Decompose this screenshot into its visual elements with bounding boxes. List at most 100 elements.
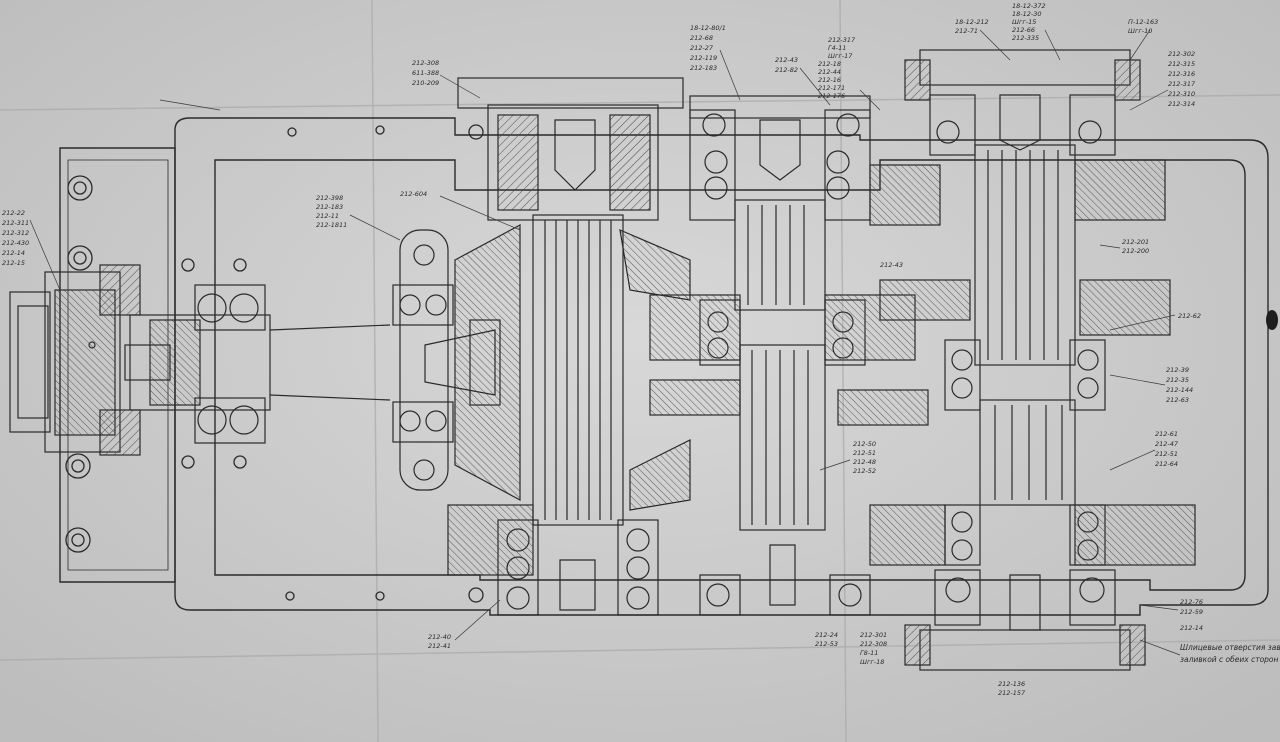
callout-text: 212-171 [818, 84, 845, 92]
callout-top-left: 212-308 611-388 210-209 [412, 59, 439, 87]
note-line: Шлицевые отверстия заводить с [1180, 643, 1280, 652]
callout-text: 212-317 [1168, 80, 1196, 88]
drawing-note: Шлицевые отверстия заводить с заливкой с… [1180, 643, 1280, 664]
callout-text: 212-604 [400, 190, 427, 198]
mounting-bosses [65, 124, 484, 603]
callout-text: 212-51 [1155, 450, 1178, 458]
callout-text: 212-308 [860, 640, 887, 648]
callout-center-low: 212-50 212-51 212-48 212-52 [853, 440, 876, 475]
callout-far-left: 212-22 212-311 212-312 212-430 212-14 21… [2, 209, 29, 267]
callout-text: 212-200 [1122, 247, 1149, 255]
callout-text: 212-53 [815, 640, 838, 648]
callout-right-col: 212-302 212-315 212-316 212-317 212-310 … [1168, 50, 1196, 108]
callout-text: 212-24 [815, 631, 838, 639]
callout-text: 611-388 [412, 69, 439, 77]
callout-right-top3: П-12-163 Шгг-10 [1128, 18, 1158, 35]
callout-text: 18-12-30 [1012, 10, 1042, 18]
callout-bottom-left: 212-40 212-41 [428, 633, 451, 650]
callout-text: 212-176 [818, 92, 845, 100]
callout-text: 212-157 [998, 689, 1026, 697]
callout-text: 212-50 [853, 440, 876, 448]
callout-text: 212-16 [818, 76, 841, 84]
note-line: заливкой с обеих сторон [1180, 655, 1279, 664]
callout-text: 212-40 [428, 633, 451, 641]
callout-text: 212-68 [690, 34, 713, 42]
callout-text: 210-209 [412, 79, 439, 87]
callout-text: 212-301 [860, 631, 887, 639]
callout-text: Шгг-17 [828, 52, 853, 60]
callout-text: Г4-11 [828, 44, 846, 52]
callout-text: 212-144 [1166, 386, 1193, 394]
callout-text: 212-18 [818, 60, 841, 68]
leader-lines [29, 29, 1181, 656]
callout-text: 212-41 [428, 642, 451, 650]
callout-col2-mid: 212-43 212-82 [775, 56, 798, 74]
callout-text: 212-317 [828, 36, 856, 44]
callout-text: 212-35 [1166, 376, 1189, 384]
callout-text: 212-51 [853, 449, 876, 457]
callout-text: 212-311 [2, 219, 29, 227]
callout-text: 212-66 [1012, 26, 1035, 34]
callout-text: 212-43 [880, 261, 903, 269]
input-shaft-assembly [9, 264, 391, 456]
callout-text: 212-316 [1168, 70, 1195, 78]
callout-text: 212-59 [1180, 608, 1203, 616]
callout-text: 212-52 [853, 467, 876, 475]
callout-labels: 212-308 611-388 210-209 212-398 212-183 … [2, 2, 1280, 697]
callout-bottom-center2: 212-301 212-308 Г8-11 Шгг-18 [860, 631, 887, 666]
callout-left-side: 212-398 212-183 212-11 212-1811 [316, 194, 347, 229]
callout-text: 212-11 [316, 212, 339, 220]
callout-text: 212-312 [2, 229, 29, 237]
callout-text: 212-82 [775, 66, 798, 74]
callout-right-top2: 18-12-372 18-12-30 Шгг-15 212-66 212-335 [1012, 2, 1046, 42]
callout-text: 212-43 [775, 56, 798, 64]
callout-right-mid1: 212-201 212-200 [1122, 238, 1149, 255]
callout-text: 212-302 [1168, 50, 1195, 58]
callout-text: 212-39 [1166, 366, 1189, 374]
callout-text: 212-136 [998, 680, 1025, 688]
first-shaft-column [447, 77, 691, 616]
callout-col2-top: 18-12-80/1 212-68 212-27 212-119 212-183 [690, 24, 726, 72]
callout-text: 18-12-212 [955, 18, 989, 26]
callout-text: 212-1811 [316, 221, 347, 229]
callout-text: 212-430 [2, 239, 29, 247]
callout-text: 212-310 [1168, 90, 1195, 98]
callout-text: 212-14 [1180, 624, 1203, 632]
callout-text: П-12-163 [1128, 18, 1158, 26]
callout-bottom-center3: 212-136 212-157 [998, 680, 1026, 697]
callout-text: 212-76 [1180, 598, 1203, 606]
callout-col3-top: 212-317 Г4-11 Шгг-17 212-18 212-44 212-1… [818, 36, 856, 100]
callout-text: 18-12-372 [1012, 2, 1046, 10]
callout-text: 212-47 [1155, 440, 1179, 448]
callout-text: 212-314 [1168, 100, 1195, 108]
callout-text: 212-14 [2, 249, 25, 257]
callout-text: 212-22 [2, 209, 25, 217]
callout-text: 212-27 [690, 44, 714, 52]
callout-text: Г8-11 [860, 649, 878, 657]
callout-text: Шгг-18 [860, 658, 884, 666]
callout-text: Шгг-15 [1012, 18, 1036, 26]
callout-right-top1: 18-12-212 212-71 [955, 18, 989, 35]
callout-text: 212-315 [1168, 60, 1195, 68]
callout-text: 212-48 [853, 458, 876, 466]
callout-text: 18-12-80/1 [690, 24, 726, 32]
callout-text: Шгг-10 [1128, 27, 1152, 35]
callout-bottom-right: 212-76 212-59 212-14 [1180, 598, 1203, 632]
callout-text: 212-64 [1155, 460, 1178, 468]
callout-text: 212-44 [818, 68, 841, 76]
callout-text: 212-61 [1155, 430, 1178, 438]
callout-text: 212-119 [690, 54, 717, 62]
callout-text: 212-201 [1122, 238, 1149, 246]
callout-text: 212-183 [690, 64, 717, 72]
callout-bottom-center1: 212-24 212-53 [815, 631, 838, 648]
callout-text: 212-308 [412, 59, 439, 67]
callout-text: 212-335 [1012, 34, 1039, 42]
callout-right-mid3: 212-39 212-35 212-144 212-63 [1166, 366, 1193, 404]
callout-text: 212-183 [316, 203, 343, 211]
second-shaft-column [649, 95, 941, 616]
third-shaft-column [869, 49, 1196, 671]
bevel-gear-assembly [392, 223, 521, 502]
callout-text: 212-71 [955, 27, 978, 35]
